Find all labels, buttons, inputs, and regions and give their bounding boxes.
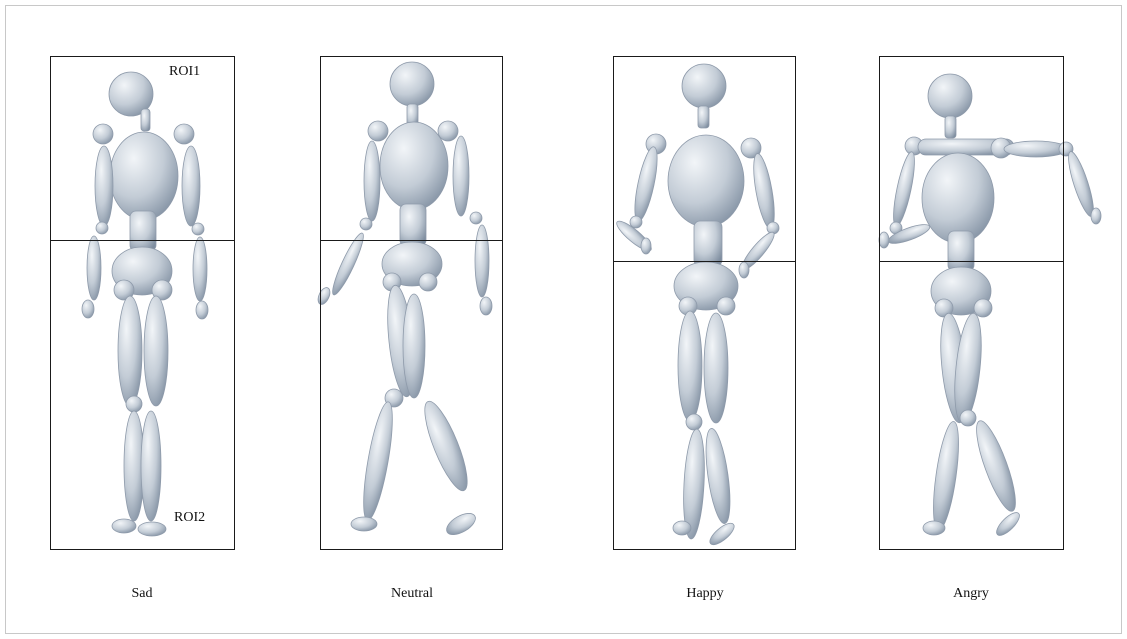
roi-box-happy [613,56,796,550]
roi-top-label: ROI1 [169,64,200,80]
roi-box-sad [50,56,235,550]
caption-sad: Sad [50,586,234,602]
roi-box-angry [879,56,1064,550]
roi-bottom-label: ROI2 [174,510,205,526]
roi-box-neutral [320,56,503,550]
roi-divider-neutral [320,240,503,241]
roi-divider-angry [879,261,1064,262]
roi-divider-happy [613,261,796,262]
figure-frame: ROI1 ROI2 Sad Neutral Happy Angry [5,5,1122,634]
caption-neutral: Neutral [320,586,504,602]
caption-angry: Angry [879,586,1063,602]
caption-happy: Happy [613,586,797,602]
roi-divider-sad [50,240,235,241]
